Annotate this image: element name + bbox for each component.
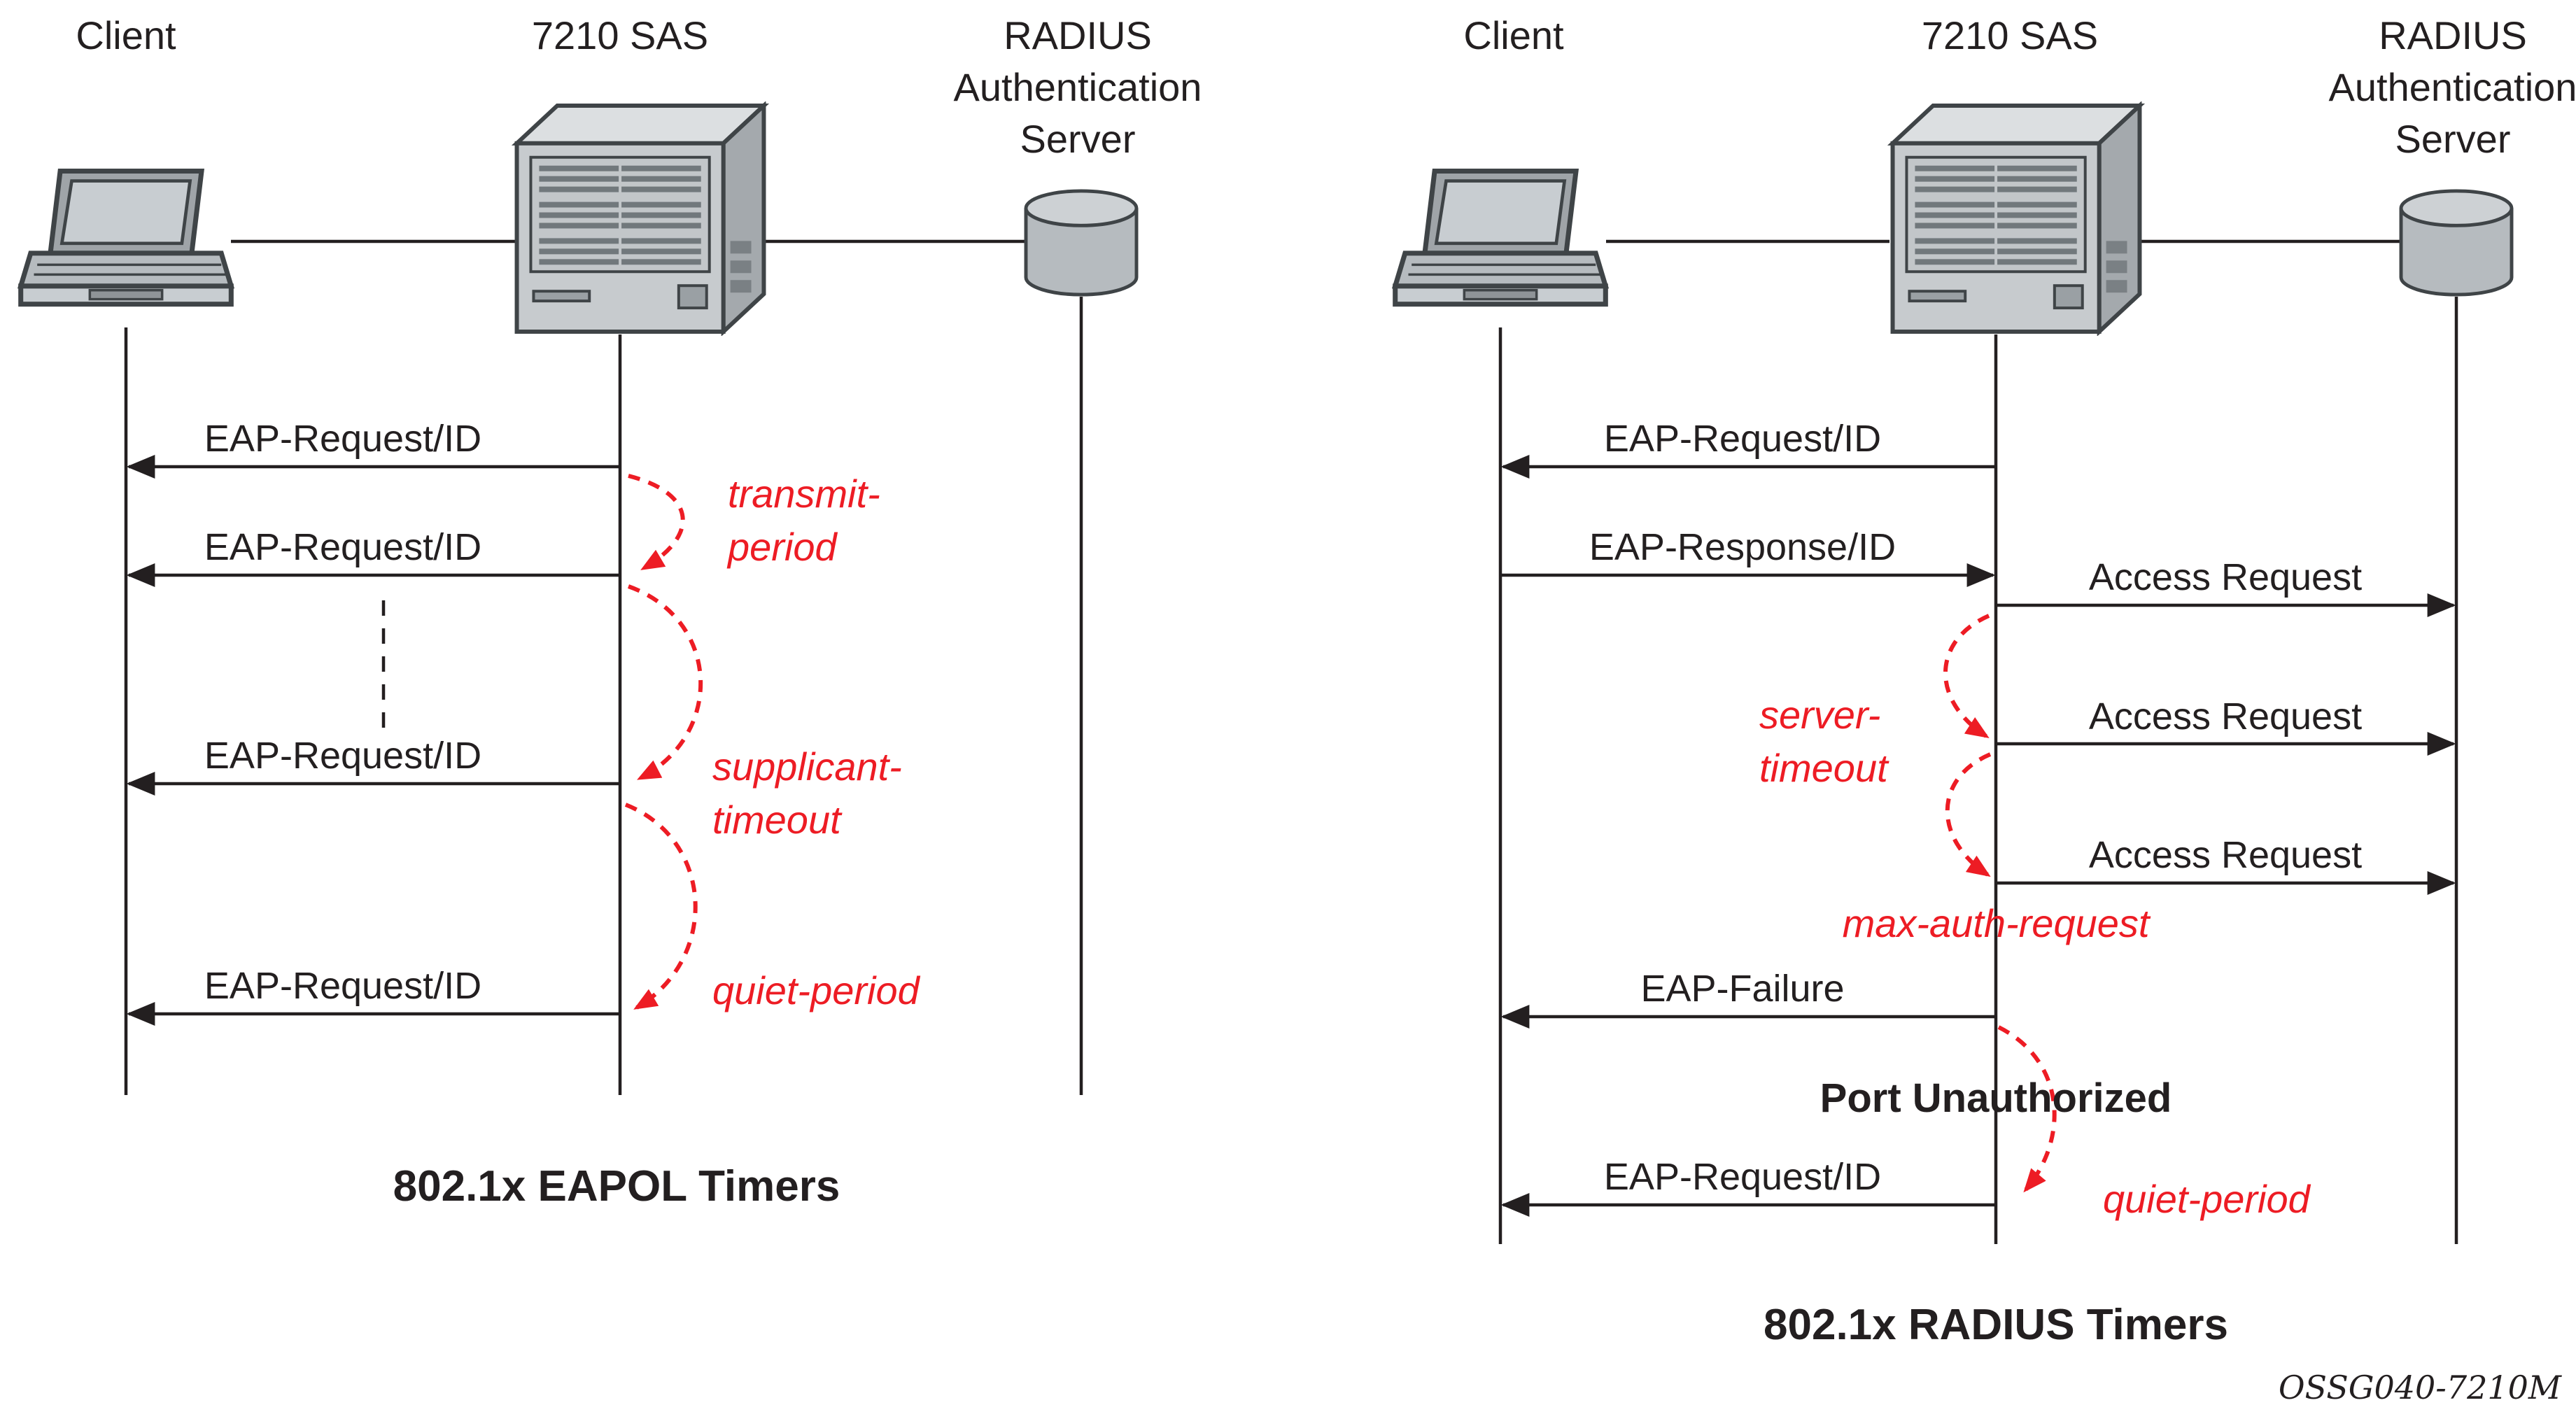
- laptop-icon: [17, 164, 234, 329]
- switch-icon: [511, 101, 770, 336]
- supplicant-timeout-timer-arrow: [627, 584, 703, 780]
- timer-label-transmit-period: transmit- period: [728, 472, 880, 569]
- server-timeout-timer-arrow-1: [1943, 614, 1990, 739]
- switch-icon: [1887, 101, 2146, 336]
- actor-label-sas: 7210 SAS: [1921, 13, 2099, 57]
- message-label: EAP-Failure: [1640, 968, 1845, 1010]
- message-label: EAP-Request/ID: [1603, 418, 1882, 460]
- actor-label-radius-server: RADIUS Authentication Server: [953, 13, 1202, 161]
- eapol-diagram-title: 802.1x EAPOL Timers: [393, 1162, 840, 1210]
- quiet-period-timer-arrow: [624, 803, 698, 1010]
- timer-label-quiet-period: quiet-period: [712, 968, 920, 1012]
- timer-label-server-timeout: server- timeout: [1759, 693, 1888, 790]
- message-label: EAP-Request/ID: [204, 526, 482, 568]
- quiet-period-timer-arrow: [1997, 1025, 2057, 1193]
- radius-diagram-title: 802.1x RADIUS Timers: [1764, 1301, 2228, 1349]
- port-unauthorized-status: Port Unauthorized: [1820, 1075, 2172, 1121]
- message-label: EAP-Request/ID: [204, 418, 482, 460]
- message-label: EAP-Request/ID: [204, 965, 482, 1007]
- transmit-period-timer-arrow: [628, 474, 685, 570]
- actor-label-client: Client: [1463, 13, 1564, 57]
- database-cylinder-icon: [2396, 188, 2517, 298]
- eapol-sequence-lines: [124, 239, 1083, 1095]
- message-label: EAP-Response/ID: [1589, 526, 1896, 568]
- database-cylinder-icon: [1021, 188, 1141, 298]
- server-timeout-timer-arrow-2: [1945, 752, 1992, 877]
- message-label: EAP-Request/ID: [1603, 1156, 1882, 1198]
- radius-sequence-lines: [1498, 239, 2458, 1244]
- actor-label-sas: 7210 SAS: [531, 13, 709, 57]
- timer-label-supplicant-timeout: supplicant- timeout: [712, 744, 902, 842]
- actor-label-radius-server: RADIUS Authentication Server: [2328, 13, 2576, 161]
- message-label: Access Request: [2088, 834, 2363, 876]
- figure-reference-code: OSSG040-7210M: [2278, 1369, 2561, 1406]
- timer-label-max-auth-request: max-auth-request: [1842, 901, 2150, 945]
- timer-label-quiet-period: quiet-period: [2103, 1177, 2310, 1221]
- laptop-icon: [1392, 164, 1609, 329]
- actor-label-client: Client: [76, 13, 176, 57]
- message-label: Access Request: [2088, 696, 2363, 737]
- message-label: EAP-Request/ID: [204, 735, 482, 777]
- message-label: Access Request: [2088, 556, 2363, 598]
